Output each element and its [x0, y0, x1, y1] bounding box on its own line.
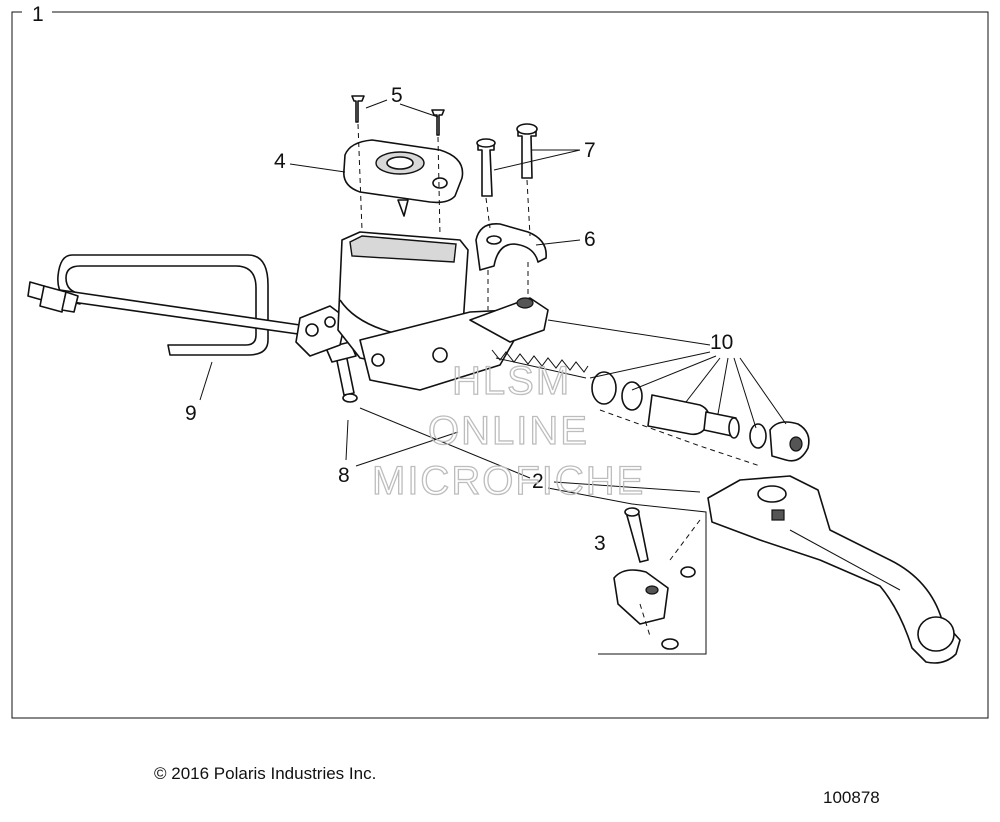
callout-leaders [199, 99, 787, 505]
watermark-line-1: HLSM [452, 359, 571, 403]
part-5-cover-screws [351, 95, 445, 136]
banjo-fitting [295, 305, 347, 357]
part-7-clamp-bolts [476, 123, 538, 197]
part-10-piston-kit [491, 349, 810, 462]
callout-3: 3 [594, 532, 606, 555]
part-3-pivot-kit [598, 503, 707, 655]
watermark-line-2: ONLINE [428, 409, 589, 453]
master-cylinder-body [337, 231, 549, 391]
copyright-notice: © 2016 Polaris Industries Inc. [154, 764, 377, 783]
callout-2: 2 [532, 470, 544, 493]
callout-9: 9 [185, 402, 197, 425]
assembly-lines [357, 123, 761, 637]
drawing-number: 100878 [823, 788, 880, 807]
part-9-brake-hose [27, 254, 301, 356]
callout-10: 10 [710, 331, 733, 354]
frame-number: 1 [32, 3, 44, 26]
part-4-reservoir-cover [343, 139, 464, 217]
callout-7: 7 [584, 139, 596, 162]
spring [491, 349, 589, 379]
watermark: HLSM ONLINE MICROFICHE [371, 358, 645, 503]
part-2-brake-lever [707, 475, 961, 664]
part-6-handlebar-clamp [475, 223, 547, 271]
watermark-line-3: MICROFICHE [372, 459, 645, 503]
callout-6: 6 [584, 228, 596, 251]
part-8-banjo-bolt [325, 341, 358, 403]
callout-4: 4 [274, 150, 286, 173]
callout-numbers: 5 4 7 6 10 9 8 2 3 [185, 84, 733, 555]
diagram-frame [11, 11, 989, 719]
callout-8: 8 [338, 464, 350, 487]
callout-5: 5 [391, 84, 403, 107]
